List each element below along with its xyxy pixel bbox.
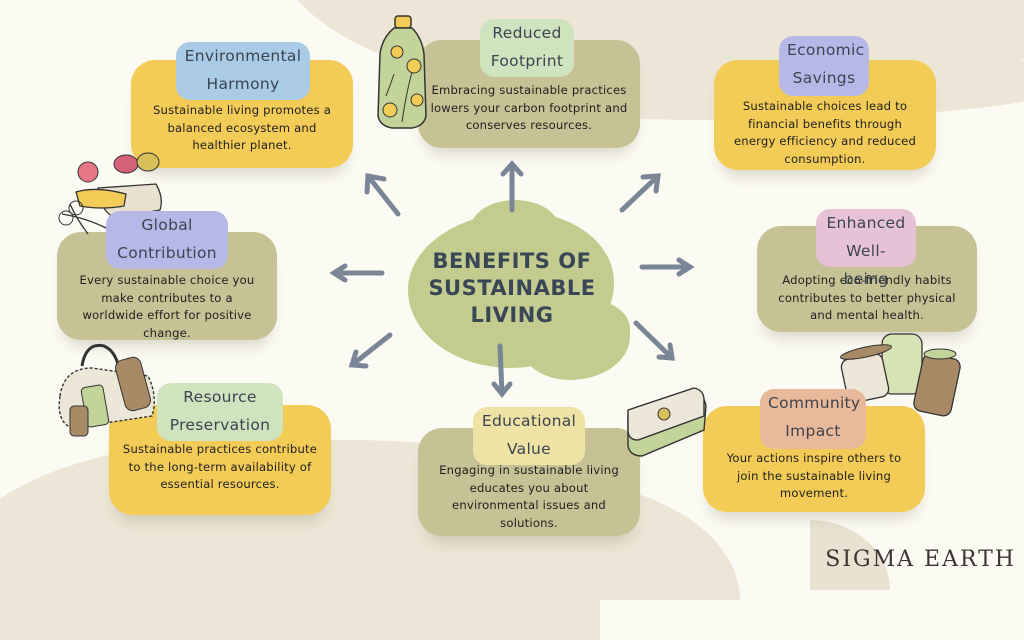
lunchbox-icon [627,387,707,457]
heading-line: Resource [183,388,257,406]
heading-line: Economic [787,41,865,59]
heading-line: Preservation [169,416,271,434]
glass-jars-icon [840,333,961,417]
sewing-kit-icon [58,152,162,235]
card-heading-reduced-footprint: Reduced Footprint [480,19,574,77]
toiletry-bag-icon [58,343,155,437]
card-heading-environmental-harmony: Environmental Harmony [176,42,310,100]
card-description: Your actions inspire others to join the … [726,451,902,500]
card-description: Every sustainable choice you make contri… [79,273,255,340]
heading-line: Enhanced [826,214,906,232]
title-line: BENEFITS OF [432,249,592,273]
card-heading-resource-preservation: Resource Preservation [157,383,283,441]
title-line: SUSTAINABLE [428,276,596,300]
heading-line: Contribution [117,244,217,262]
center-blob-lobe [470,200,560,260]
arrow-down-icon [491,343,513,399]
card-description: Sustainable practices contribute to the … [122,442,318,491]
heading-line: Well-being [843,242,889,288]
main-title: BENEFITS OF SUSTAINABLE LIVING [400,248,624,329]
brand-logo: SIGMA EARTH [825,547,1016,572]
card-heading-community-impact: Community Impact [760,389,866,449]
arrow-left-icon [329,263,385,283]
connector-arrows [329,160,695,399]
arrow-down-left-icon [348,332,393,369]
heading-line: Savings [792,69,856,87]
arrow-down-right-icon [633,320,675,361]
card-heading-economic-savings: Economic Savings [779,36,869,96]
heading-line: Environmental [184,47,302,65]
card-description: Engaging in sustainable living educates … [439,463,619,530]
title-line: LIVING [470,303,554,327]
heading-line: Footprint [490,52,564,70]
heading-line: Reduced [492,24,562,42]
heading-line: Impact [785,422,841,440]
card-heading-educational-value: Educational Value [473,407,585,465]
flower-bottle-icon [377,15,427,129]
arrow-right-icon [639,257,695,277]
heading-line: Educational [481,412,577,430]
card-description: Embracing sustainable practices lowers y… [430,83,628,132]
center-blob-lobe [520,300,630,380]
card-description: Adopting eco-friendly habits contributes… [778,273,956,322]
heading-line: Community [768,394,861,412]
arrow-up-left-icon [364,173,401,217]
arrow-up-right-icon [619,173,661,213]
card-heading-global-contribution: Global Contribution [106,211,228,269]
card-heading-enhanced-well-being: Enhanced Well-being [816,209,916,288]
arrow-up-icon [500,160,524,213]
heading-line: Global [141,216,193,234]
heading-line: Value [506,440,552,458]
heading-line: Harmony [206,75,280,93]
card-description: Sustainable living promotes a balanced e… [152,103,332,152]
card-educational-value: Engaging in sustainable living educates … [418,428,640,536]
card-description: Sustainable choices lead to financial be… [733,99,917,166]
